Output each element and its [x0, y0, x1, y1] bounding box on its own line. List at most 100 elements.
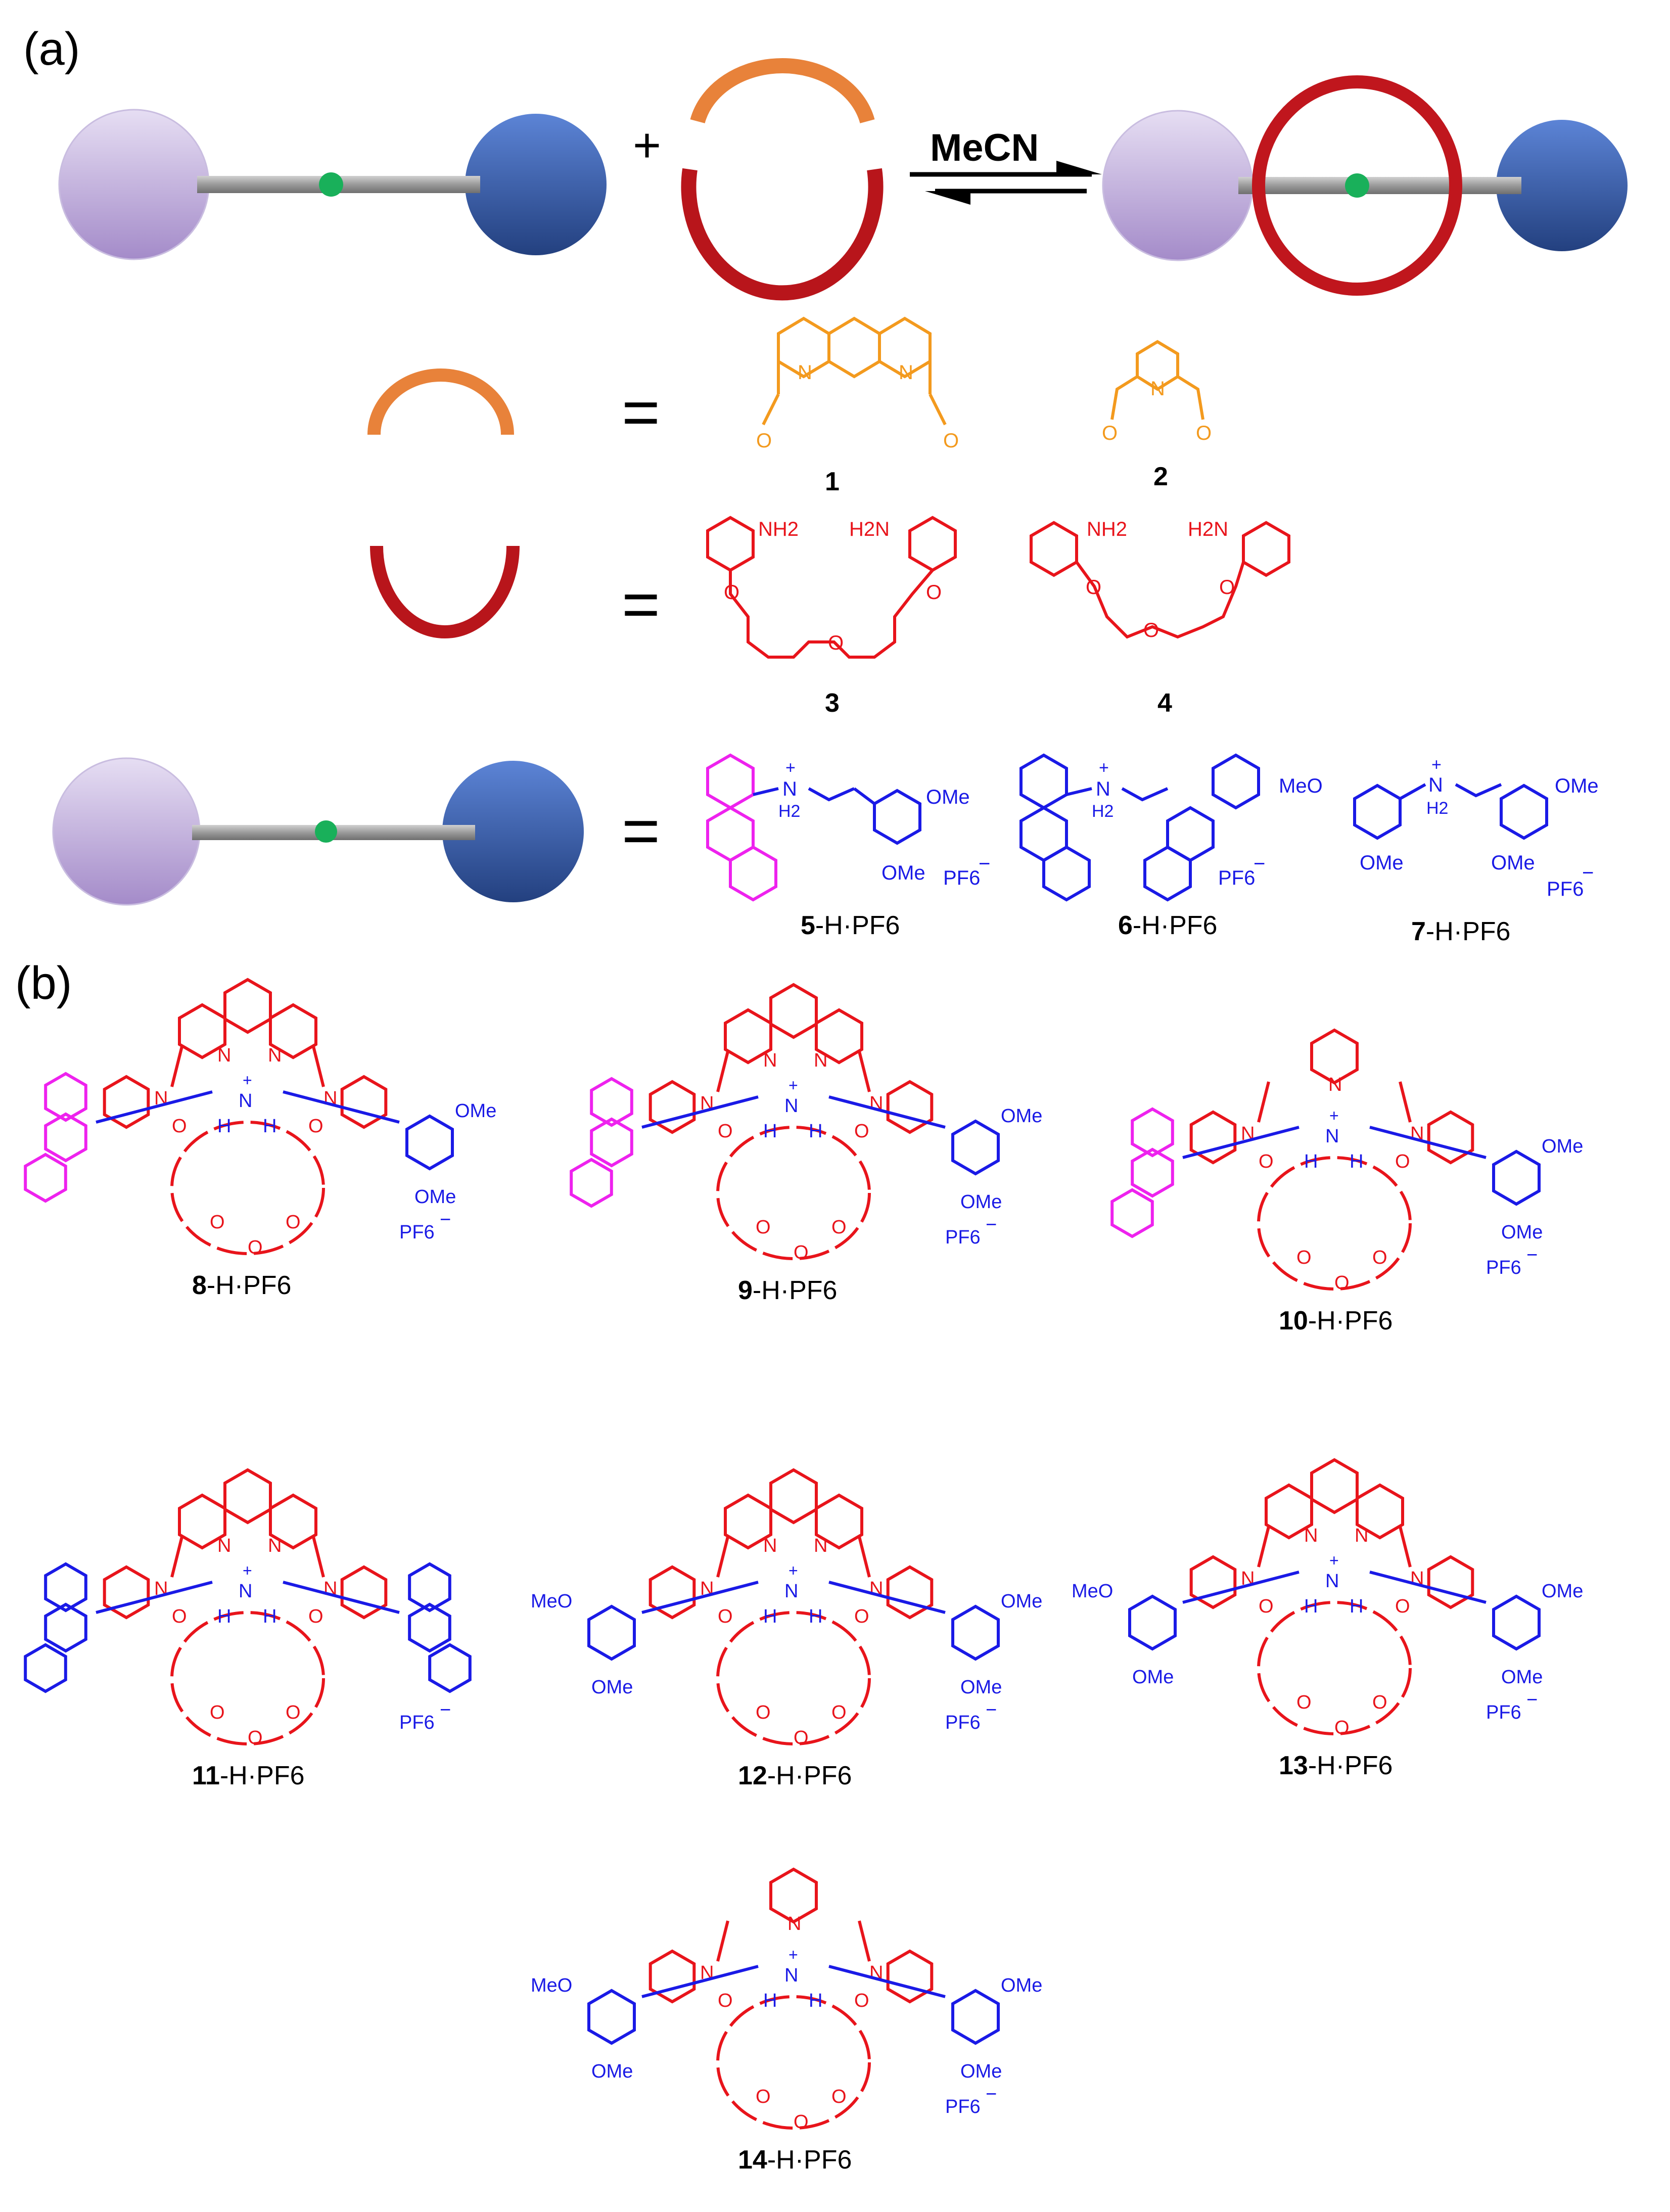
atom-o: O — [724, 581, 739, 604]
dialdehyde-arc — [690, 58, 875, 124]
counterion: PF6 — [1547, 878, 1584, 900]
compound-14-label: 14-H·PF6 — [738, 2145, 852, 2175]
axle-bond — [96, 1581, 400, 1614]
ammonium-station — [315, 820, 337, 843]
charge-minus: − — [986, 2084, 997, 2105]
atom-label: OMe — [1001, 1105, 1042, 1127]
charge-minus: − — [1526, 1245, 1538, 1266]
compound-salt: -H·PF6 — [207, 1271, 292, 1300]
rotaxane-cartoon — [1102, 75, 1628, 296]
compound-5-structure — [706, 753, 921, 902]
aromatic-ring — [1131, 1147, 1174, 1198]
atom-nh2: NH2 — [758, 518, 799, 540]
atom-label: OMe — [1001, 1975, 1042, 1996]
atom-label: O — [210, 1212, 225, 1233]
charge-plus: + — [1329, 1107, 1339, 1125]
atom-label: N — [1325, 1126, 1339, 1147]
compound-salt: -H·PF6 — [753, 1276, 838, 1305]
compound-10-label: 10-H·PF6 — [1279, 1306, 1393, 1335]
axle-bond — [1182, 1126, 1487, 1159]
atom-label: O — [308, 1116, 323, 1137]
solvent-label: MeCN — [930, 126, 1039, 169]
charge-minus: − — [1582, 862, 1594, 884]
stopper-purple — [1102, 110, 1254, 261]
aromatic-ring — [951, 1989, 1000, 2045]
dialdehyde-arc-legend — [367, 368, 514, 435]
axle-bond — [1182, 1571, 1487, 1604]
atom-label: H — [809, 1990, 822, 2011]
atom-label: N — [1355, 1525, 1368, 1546]
atom-label: N — [1325, 1571, 1339, 1592]
atom-n: N — [798, 361, 812, 384]
compound-3-atoms: NH2 H2N O O O — [724, 518, 942, 654]
compound-9-label: 9-H·PF6 — [738, 1276, 837, 1305]
atom-label: N — [787, 1913, 801, 1934]
atom-label: O — [1259, 1151, 1274, 1172]
atom-label: MeO — [531, 1591, 572, 1612]
compound-number: 6 — [1118, 911, 1133, 940]
atom-label: OMe — [591, 2061, 633, 2082]
atom-o: O — [1086, 576, 1101, 598]
atom-label: O — [794, 1242, 809, 1263]
charge-minus: − — [440, 1699, 451, 1721]
atom-label: N — [268, 1045, 282, 1066]
atom-label: O — [756, 2086, 771, 2107]
charge-plus: + — [785, 758, 796, 777]
aromatic-ring — [1427, 1555, 1474, 1609]
atom-label: H — [217, 1116, 231, 1137]
atom-label: O — [1259, 1596, 1274, 1617]
atom-label: O — [854, 1121, 869, 1142]
compound-7-structure — [1353, 783, 1548, 840]
compound-salt: -H·PF6 — [1426, 917, 1511, 946]
atom-n: N — [1150, 378, 1165, 400]
atom-meo: MeO — [1279, 775, 1323, 797]
atom-label: O — [1296, 1692, 1312, 1713]
axle-bond — [96, 1090, 400, 1124]
aromatic-ring — [1310, 1028, 1359, 1085]
polyether-loop — [170, 1611, 325, 1745]
atom-label: O — [854, 1990, 869, 2011]
compound-number: 7 — [1411, 917, 1426, 946]
aromatic-ring — [405, 1114, 454, 1171]
atom-label: H — [763, 1121, 777, 1142]
atom-label: O — [756, 1702, 771, 1723]
atom-label: O — [718, 1606, 733, 1627]
compound-3-label: 3 — [825, 688, 840, 718]
aromatic-ring — [1128, 1594, 1177, 1651]
atom-label: H — [1350, 1596, 1363, 1617]
atom-label: OMe — [1542, 1136, 1583, 1157]
charge-minus: − — [986, 1214, 997, 1235]
atom-label: N — [217, 1535, 231, 1556]
aromatic-ring — [1310, 1458, 1359, 1514]
charge-plus: + — [1099, 758, 1109, 777]
atom-h2: H2 — [1426, 799, 1448, 818]
charge-plus: + — [1329, 1551, 1339, 1570]
aromatic-ring — [951, 1119, 1000, 1176]
atom-label: O — [1334, 1717, 1350, 1738]
compound-number: 12 — [738, 1761, 767, 1790]
atom-label: OMe — [1501, 1667, 1543, 1688]
atom-o: O — [943, 430, 959, 452]
equals-sign: = — [622, 567, 660, 641]
atom-label: O — [1372, 1692, 1387, 1713]
atom-label: OMe — [1542, 1581, 1583, 1602]
atom-o: O — [1143, 619, 1159, 641]
atom-label: N — [763, 1535, 777, 1556]
dumbbell-axle-legend — [52, 757, 584, 906]
charge-plus: + — [243, 1071, 252, 1089]
atom-label: O — [286, 1702, 301, 1723]
atom-label: OMe — [591, 1677, 633, 1698]
compound-6-label: 6-H·PF6 — [1118, 911, 1217, 940]
atom-label: O — [794, 1727, 809, 1748]
atom-label: OMe — [960, 2061, 1002, 2082]
atom-o: O — [1102, 422, 1118, 444]
aromatic-ring — [648, 1565, 696, 1620]
polyether-loop — [1257, 1156, 1412, 1291]
aromatic-ring — [24, 1153, 67, 1203]
macrocycle-components — [681, 58, 884, 301]
equals-sign: = — [622, 794, 660, 867]
